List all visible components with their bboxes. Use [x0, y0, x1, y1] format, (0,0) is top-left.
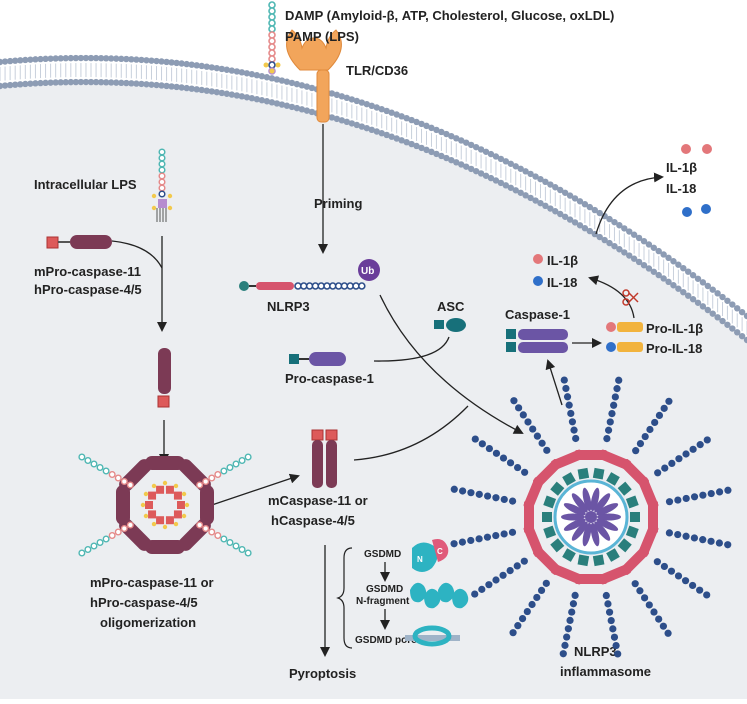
pyroptosis-label: Pyroptosis [289, 666, 356, 681]
inflammasome-label-2: inflammasome [560, 664, 651, 679]
asc-label: ASC [437, 299, 465, 314]
gsdmd-full-length: N C [412, 539, 449, 572]
inflammasome-to-casp1-arrow [545, 359, 563, 406]
caspase1-label: Caspase-1 [505, 307, 570, 322]
nlrp3-to-inflammasome-arrow [379, 294, 524, 434]
gsdmd-n-fragments [410, 582, 469, 609]
caspase1-protein [506, 329, 568, 353]
nlrp3-protein: Ub [239, 259, 380, 291]
pro-interleukins [606, 322, 643, 352]
mpro-casp11-label: mPro-caspase-11 [34, 264, 141, 279]
il-secretion-arrow [595, 172, 664, 235]
gsdmd-n-letter: N [417, 555, 423, 564]
damp-label: DAMP (Amyloid-β, ATP, Cholesterol, Gluco… [285, 8, 614, 23]
gsdmd-label: GSDMD [364, 549, 401, 560]
priming-label: Priming [314, 196, 362, 211]
pro-il18-label: Pro-IL-18 [646, 341, 702, 356]
mcaspase11-label-2: hCaspase-4/5 [271, 513, 355, 528]
asc-protein [434, 318, 466, 332]
oligomerization-label-2: hPro-caspase-4/5 [90, 595, 198, 610]
oligomerization-label-3: oligomerization [100, 615, 196, 630]
inflammasome-label-1: NLRP3 [574, 644, 617, 659]
nlrp3-inflammasome [450, 376, 732, 658]
gsdmd-nfrag-label-2: N-fragment [356, 596, 410, 607]
casp11-join-line [111, 240, 163, 269]
pro-caspase11-monomer [46, 235, 112, 249]
gsdmd-nfrag-label-1: GSDMD [366, 584, 403, 595]
caspase11-oligomer [78, 453, 252, 557]
intracellular-lps [151, 148, 173, 222]
cell-membrane [0, 54, 747, 344]
caspase11-lps-complex [157, 348, 171, 408]
il1b-out-label: IL-1β [666, 160, 697, 175]
il18-in-label: IL-18 [547, 275, 577, 290]
mcaspase11-label-1: mCaspase-11 or [268, 493, 368, 508]
receptor-label: TLR/CD36 [346, 63, 408, 78]
pro-caspase1-protein [289, 352, 346, 366]
active-caspase11-dimer [311, 429, 338, 488]
nlrp3-label: NLRP3 [267, 299, 310, 314]
mcasp11-join-line [353, 405, 469, 461]
pro-il1b-label: Pro-IL-1β [646, 321, 703, 336]
pro-caspase1-label: Pro-caspase-1 [285, 371, 374, 386]
gsdmd-pore-label: GSDMD pore [355, 635, 417, 646]
gsdmd-brace [336, 547, 353, 649]
pamp-label: PAMP (LPS) [285, 29, 359, 44]
asc-join-line [373, 336, 450, 362]
pathway-arrows [111, 124, 664, 657]
gsdmd-c-letter: C [437, 547, 443, 556]
intracellular-lps-label: Intracellular LPS [34, 177, 137, 192]
oligomerization-label-1: mPro-caspase-11 or [90, 575, 214, 590]
il18-out-label: IL-18 [666, 181, 696, 196]
cleavage-scissors-icon [622, 289, 639, 306]
tlr-cd36-receptor [286, 29, 342, 123]
gsdmd-pore [405, 625, 460, 647]
il1b-in-label: IL-1β [547, 253, 578, 268]
ub-label: Ub [361, 266, 374, 277]
proil-to-il-arrow [588, 275, 635, 319]
damp-pamp-ligand [263, 1, 281, 75]
hpro-casp45-label: hPro-caspase-4/5 [34, 282, 142, 297]
oligo-to-mcasp11-arrow [202, 473, 300, 509]
il-dots [533, 144, 712, 286]
